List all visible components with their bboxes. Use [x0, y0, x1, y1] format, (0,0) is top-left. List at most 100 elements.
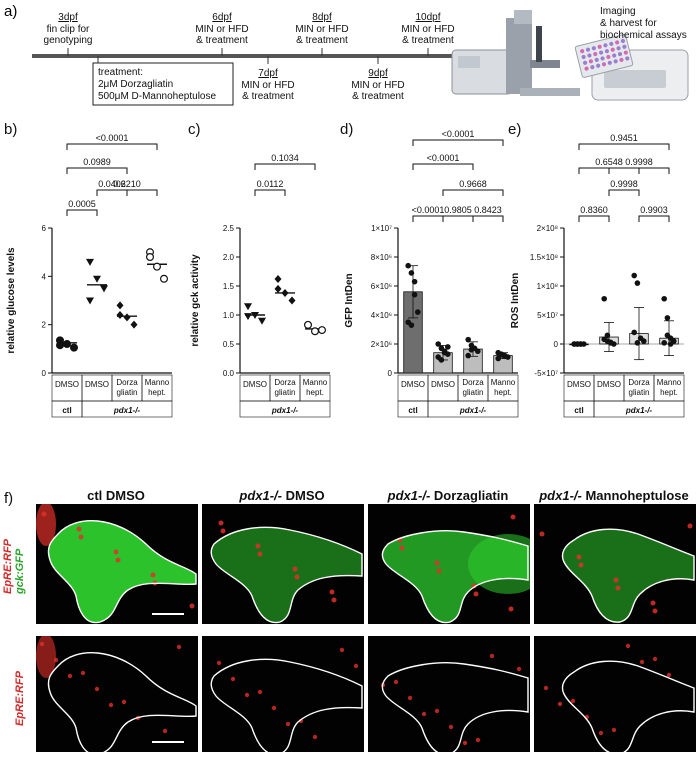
rfp-spot — [615, 585, 621, 591]
rfp-spot — [216, 660, 222, 666]
y-axis-label: relative glucose levels — [6, 247, 17, 354]
micrograph-image — [539, 523, 695, 623]
rfp-spot — [189, 603, 195, 609]
y-tick-label: 2×10⁶ — [371, 340, 392, 349]
micrograph-merged — [368, 504, 530, 624]
data-point — [408, 322, 415, 328]
plate-well — [622, 44, 627, 49]
treatment-box: treatment: 2μM Dorzagliatin 500μM D-Mann… — [92, 62, 234, 106]
plate-well — [593, 51, 598, 57]
rfp-spot — [218, 520, 224, 526]
micrograph-title: pdx1-/- Dorzagliatin — [387, 488, 509, 503]
category-label: DMSO — [85, 380, 109, 389]
svg-text:& treatment: & treatment — [352, 91, 404, 102]
data-point — [661, 340, 667, 346]
rfp-spot — [666, 672, 672, 678]
svg-text:500μM D-Mannoheptulose: 500μM D-Mannoheptulose — [98, 91, 216, 102]
category-label: hept. — [494, 388, 512, 397]
plate-well — [580, 49, 585, 54]
data-point — [435, 341, 442, 347]
data-point — [146, 253, 155, 262]
y-tick-label: 8×10⁶ — [371, 253, 392, 262]
data-point — [244, 303, 252, 311]
timeline-panel: a) 3dpf fin clip for genotyping 6dpf MIN… — [4, 3, 689, 106]
tissue-outline — [210, 658, 363, 752]
data-point — [100, 285, 108, 293]
genotype-pdx1: pdx1-/- — [113, 406, 141, 415]
svg-text:MIN or HFD: MIN or HFD — [241, 80, 294, 91]
data-point — [601, 295, 607, 302]
plate-well — [615, 40, 620, 45]
significance-bracket — [412, 163, 474, 170]
data-point — [408, 270, 415, 276]
table-cell — [427, 400, 519, 418]
table-cell — [81, 400, 173, 418]
p-value-label: <0.0001 — [96, 133, 129, 143]
data-point — [130, 320, 138, 329]
plate-well — [588, 59, 593, 64]
category-label: DMSO — [243, 380, 267, 389]
plate-well — [609, 41, 614, 46]
rfp-spot — [508, 606, 514, 612]
y-tick-label: 0 — [388, 369, 393, 378]
micrograph-merged — [534, 504, 696, 624]
data-point — [415, 309, 421, 315]
rfp-spot — [539, 531, 545, 537]
p-value-label: 0.2210 — [113, 179, 141, 189]
data-point — [116, 301, 124, 310]
significance-bracket — [608, 167, 670, 174]
svg-text:& treatment: & treatment — [296, 35, 348, 46]
data-point — [631, 329, 637, 336]
rfp-spot — [285, 721, 291, 727]
y-axis-label: ROS IntDen — [510, 273, 521, 329]
svg-text:& treatment: & treatment — [242, 91, 294, 102]
y-axis-label: GFP IntDen — [344, 273, 355, 327]
row-label-rfp: EpRE:RFP — [14, 671, 26, 726]
p-value-label: 0.0112 — [257, 179, 284, 189]
rfp-spot — [113, 549, 119, 555]
data-point — [251, 312, 259, 319]
rfp-spot — [510, 514, 516, 520]
p-value-label: 0.9998 — [625, 157, 653, 167]
category-label: Manno — [145, 378, 170, 387]
micrograph-image — [36, 636, 197, 752]
y-tick-label: 5×10⁷ — [537, 311, 558, 320]
rfp-spot — [598, 730, 604, 736]
svg-text:& harvest for: & harvest for — [600, 18, 657, 29]
panel-label-d: d) — [340, 121, 353, 138]
plate-well — [617, 51, 623, 57]
p-value-label: 0.9668 — [459, 179, 487, 189]
significance-bracket — [578, 215, 610, 222]
data-point — [601, 336, 607, 343]
rfp-spot — [257, 551, 263, 557]
plate-well — [620, 38, 626, 44]
data-point — [661, 295, 667, 302]
data-point — [641, 338, 647, 344]
genotype-pdx1: pdx1-/- — [625, 406, 653, 415]
plate-well — [582, 60, 588, 65]
category-label: gliatin — [463, 388, 484, 397]
plate-well — [584, 66, 589, 71]
data-point — [55, 341, 64, 350]
data-point — [160, 274, 169, 283]
rfp-spot — [78, 534, 84, 540]
data-point — [274, 284, 282, 293]
data-point — [664, 315, 671, 321]
y-tick-label: 2.5 — [223, 224, 235, 233]
significance-bracket — [96, 189, 128, 196]
panel-label-b: b) — [4, 121, 17, 138]
gfp-signal — [211, 527, 362, 623]
rfp-spot — [576, 554, 582, 560]
significance-bracket — [66, 143, 158, 150]
data-point — [62, 340, 71, 349]
micrograph-image — [36, 504, 197, 624]
plate-well — [591, 46, 596, 51]
y-tick-label: 2×10⁸ — [537, 224, 558, 233]
rfp-spot — [448, 724, 454, 730]
micrograph-image — [381, 514, 530, 624]
y-tick-label: 4 — [42, 272, 47, 281]
rfp-spot — [230, 676, 236, 682]
rfp-spot — [473, 591, 479, 597]
